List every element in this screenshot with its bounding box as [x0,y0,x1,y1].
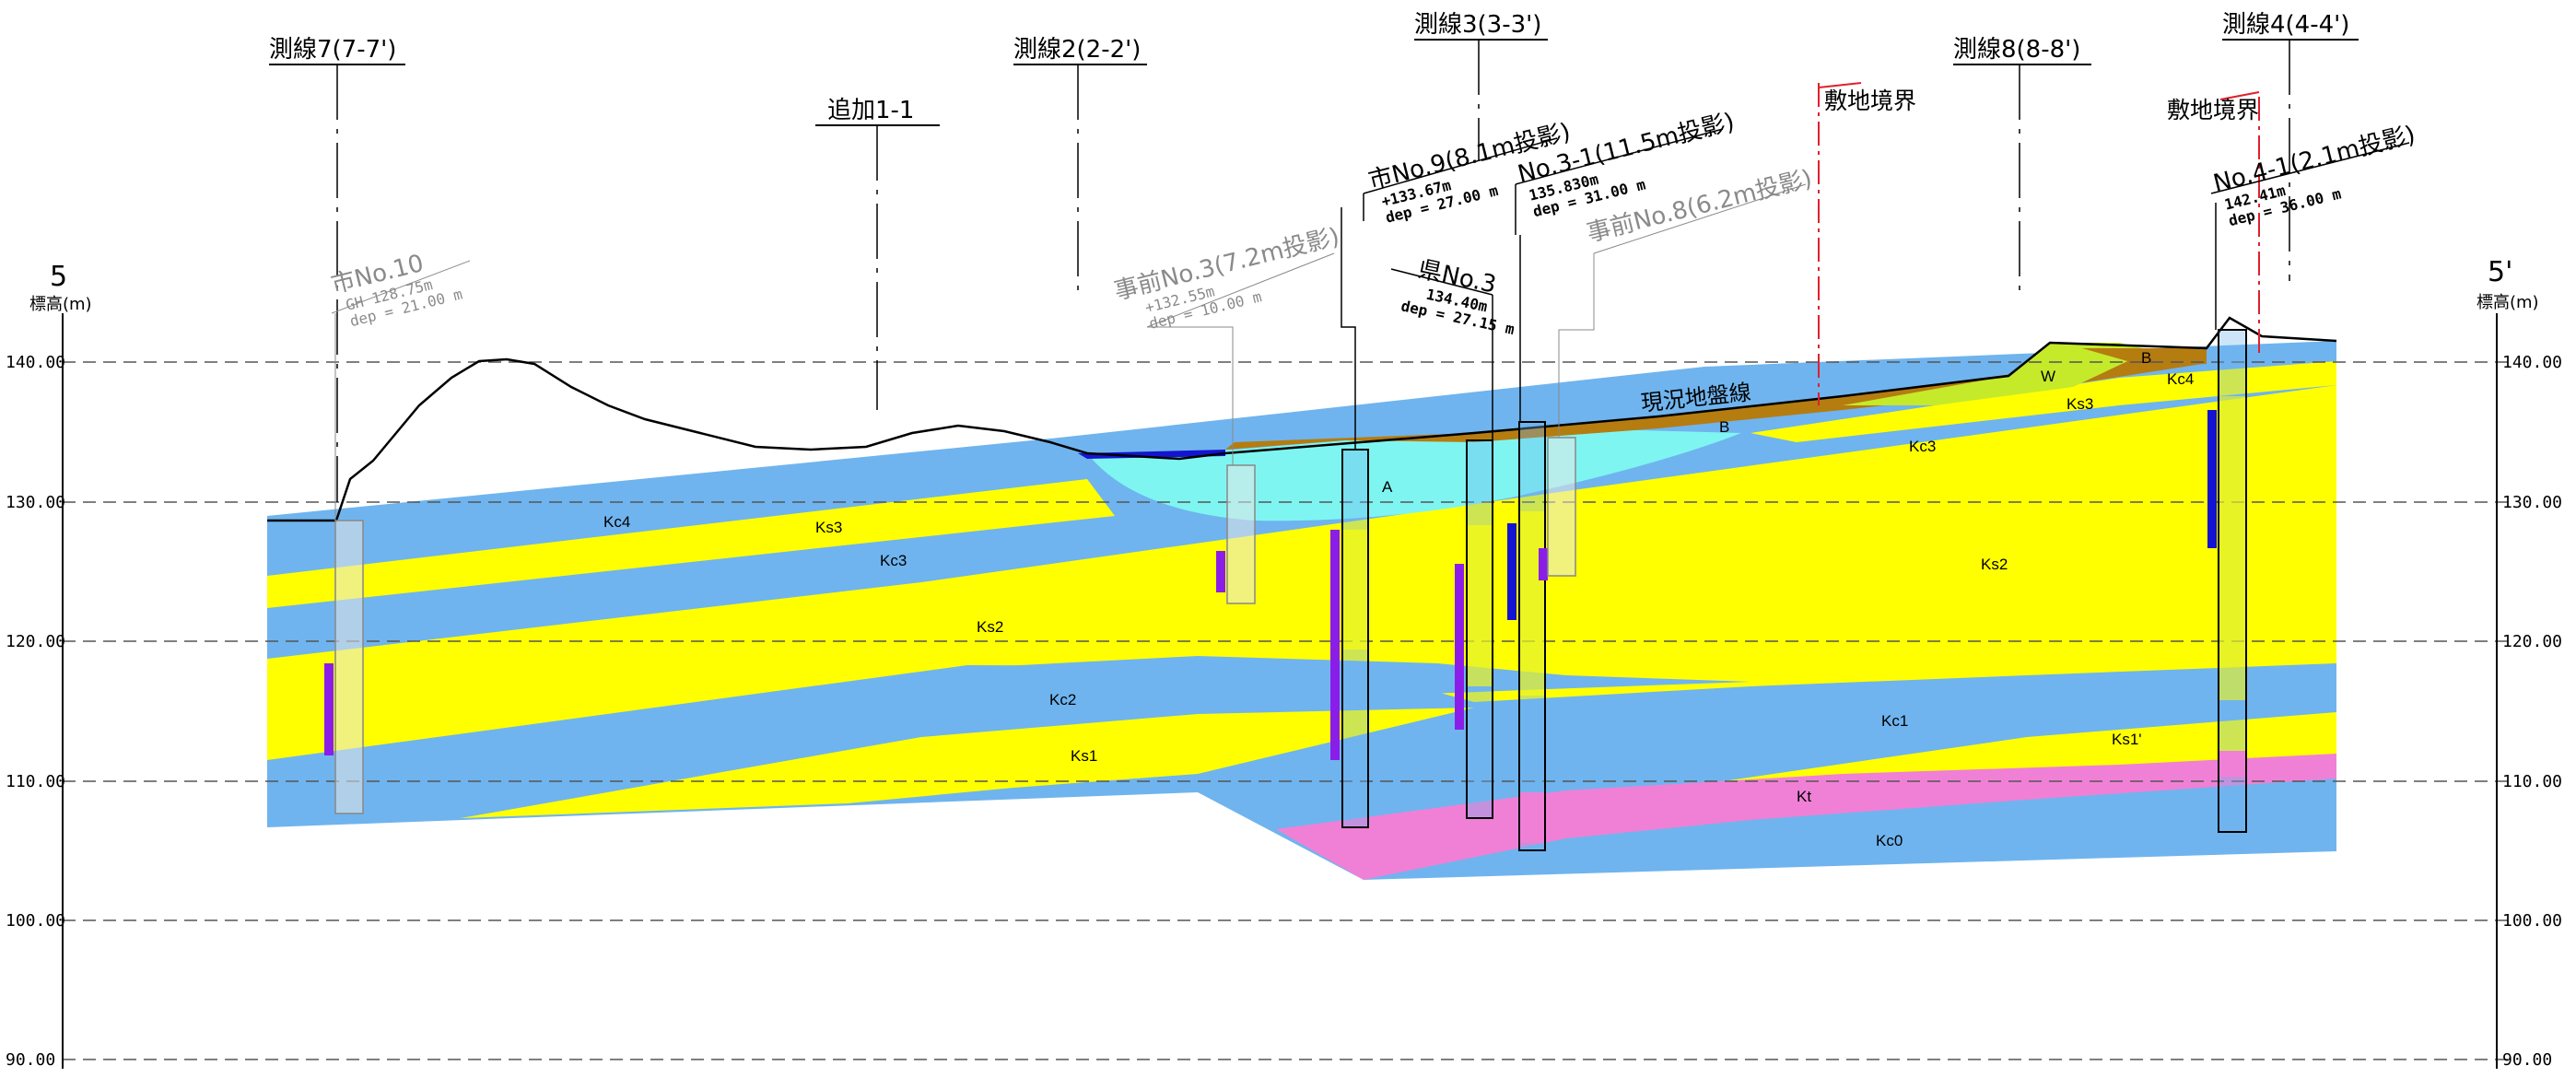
elevation-tick: 140.00 [6,353,65,372]
layer-b-fill [1225,350,2207,450]
borehole-name: 事前No.3(7.2m投影) [1111,223,1341,306]
survey-line-4-label: 測線4(4-4') [2222,11,2349,39]
layer-label: Kc0 [1876,832,1903,849]
layer-label: Kc1 [1881,712,1908,730]
survey-line-3-label: 測線3(3-3') [1414,11,1541,39]
borehole-column [1507,128,1724,851]
borehole-column [324,260,471,814]
elevation-tick: 100.00 [2502,911,2562,931]
survey-lines: 測線7(7-7') 追加1-1 測線2(2-2') 測線3(3-3') 測線8(… [269,11,2359,502]
layer-label: Ks1 [1071,747,1097,765]
section-mark-left: 5 [50,261,67,293]
layer-label: Kc4 [603,513,630,531]
elevation-axis-title: 標高(m) [2476,293,2539,312]
layer-label: W [2041,368,2055,385]
elevation-tick: 130.00 [2502,493,2562,512]
borehole-column [1547,183,1807,577]
elevation-tick: 130.00 [6,493,65,512]
survey-line-8-label: 測線8(8-8') [1953,36,2080,64]
elevation-tick: 140.00 [2502,353,2562,372]
layer-ks3-band [267,479,1115,608]
survey-line-7-label: 測線7(7-7') [269,36,396,64]
borehole-name: No.4-1(2.1m投影) [2210,121,2418,197]
site-boundary-label: 敷地境界 [2167,97,2259,123]
layer-ks2-body [267,385,2336,760]
layer-label: Kc3 [880,552,907,569]
elevation-tick: 120.00 [6,632,65,651]
elevation-grid [62,313,2513,1069]
ground-surface-line [267,316,2337,522]
layer-label: A [1382,478,1393,496]
layer-kc2-lens [267,656,1751,820]
borehole-column [2207,142,2410,833]
borehole-column [1390,268,1493,819]
layer-kt-body [1276,754,2336,880]
elevation-tick: 110.00 [2502,772,2562,791]
layer-ks3-right [1751,361,2336,442]
layer-label: Ks2 [1981,556,2008,573]
layer-label: B [1719,418,1729,436]
borehole-columns [324,128,2410,851]
layer-label: Kc4 [2167,370,2194,388]
elevation-axis-title: 標高(m) [29,295,92,314]
elevation-axis-right: 5' 標高(m) 140.00 130.00 120.00 110.00 100… [2476,256,2562,1070]
elevation-tick: 120.00 [2502,632,2562,651]
borehole-labels: 市No.10 GH 128.75m dep = 21.00 m 事前No.3(7… [328,108,2418,338]
site-boundaries: 敷地境界 敷地境界 [1818,82,2260,405]
elevation-tick: 110.00 [6,772,65,791]
layer-labels: A B B W Kc4 Kc4 Ks3 Ks3 Kc3 Kc3 Ks2 Ks2 … [603,349,2194,849]
site-boundary-label: 敷地境界 [1824,88,1916,114]
groundwater-strip [1078,450,1225,459]
strata [267,341,2336,880]
layer-label: Ks2 [977,618,1003,636]
layer-label: Kt [1797,788,1811,805]
layer-label: Kc2 [1049,691,1076,708]
borehole-column [1146,252,1335,604]
survey-line-2-label: 測線2(2-2') [1013,36,1141,64]
layer-label: Ks3 [815,519,842,536]
elevation-tick: 90.00 [2502,1050,2552,1070]
elevation-axis-left: 5 標高(m) 140.00 130.00 120.00 110.00 100.… [6,261,92,1070]
layer-ks1p-body [1723,712,2336,783]
layer-label: Kc3 [1909,438,1936,455]
borehole-column [1330,137,1558,828]
layer-label: B [2141,349,2151,367]
layer-label: Ks3 [2067,395,2093,413]
borehole-name: 事前No.8(6.2m投影) [1584,165,1814,248]
elevation-tick: 100.00 [6,911,65,931]
survey-line-add-label: 追加1-1 [827,97,914,124]
layer-w-fill [1843,343,2151,405]
layer-label: Ks1' [2112,731,2142,748]
section-mark-right: 5' [2488,256,2512,288]
layer-ks1-body [461,708,1474,818]
elevation-tick: 90.00 [6,1050,55,1070]
